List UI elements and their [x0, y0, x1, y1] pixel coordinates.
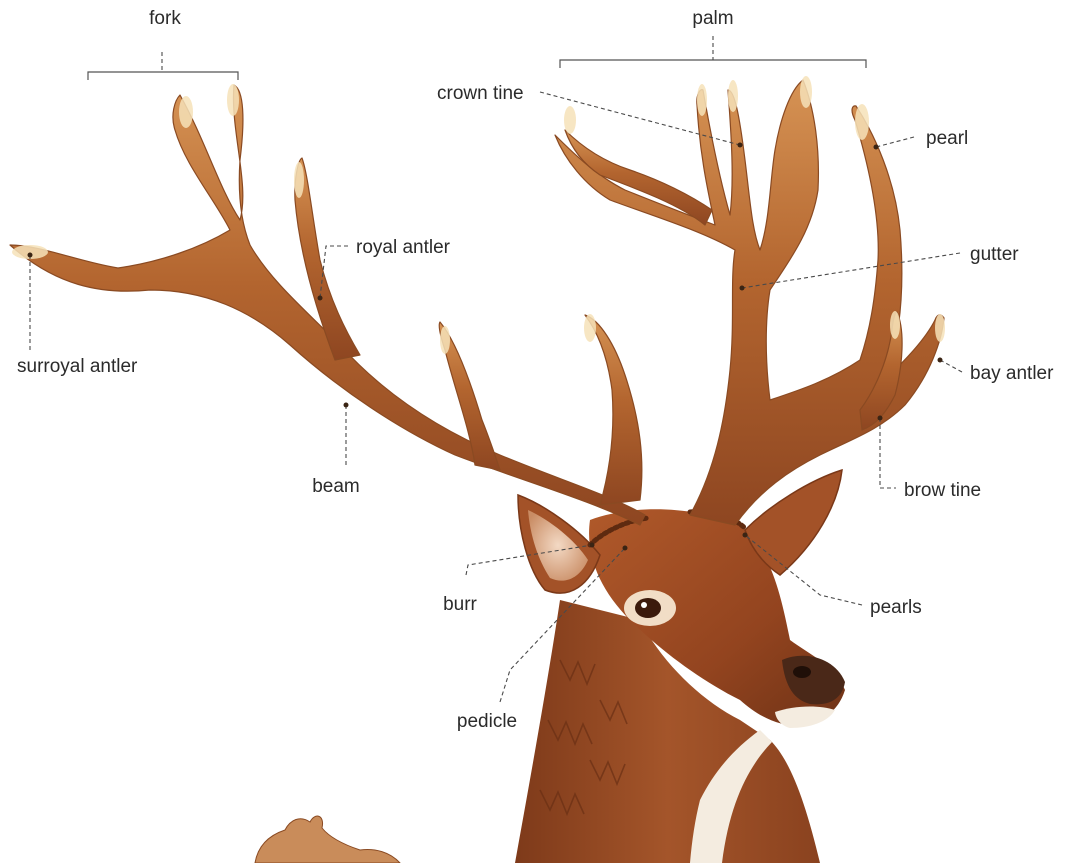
label-pedicle: pedicle [457, 711, 517, 732]
pedicle-dot [623, 546, 628, 551]
label-surroyal-antler: surroyal antler [17, 356, 138, 377]
left-tip-beam [440, 326, 450, 354]
right-tip-crown1 [564, 106, 576, 134]
small-antler-sketch [255, 816, 400, 863]
fork-bracket [88, 72, 238, 80]
bay-antler-leader [940, 360, 962, 372]
right-tip-pearl [855, 104, 869, 140]
label-fork: fork [149, 8, 181, 29]
label-bay-antler: bay antler [970, 363, 1054, 384]
label-brow-tine: brow tine [904, 480, 981, 501]
right-tip-bay [890, 311, 900, 339]
bay-antler-dot [938, 358, 943, 363]
left-tip-fork2 [227, 84, 239, 116]
surroyal-antler-dot [28, 253, 33, 258]
right-tip-crown3 [728, 80, 738, 112]
right-tip-crown4 [800, 76, 812, 108]
stag-illustration [10, 76, 945, 863]
crown-tine-dot [738, 143, 743, 148]
label-royal-antler: royal antler [356, 237, 451, 258]
beam-dot [344, 403, 349, 408]
left-tip-brow [584, 314, 596, 342]
pearls-dot [743, 533, 748, 538]
label-beam: beam [312, 476, 360, 497]
palm-bracket [560, 60, 866, 68]
chin-patch [775, 706, 835, 728]
nostril [793, 666, 811, 678]
label-pearl: pearl [926, 128, 968, 149]
burr-dot [590, 543, 595, 548]
label-gutter: gutter [970, 244, 1019, 265]
label-pearls: pearls [870, 597, 922, 618]
label-crown-tine: crown tine [437, 83, 524, 104]
brackets [88, 36, 866, 80]
label-burr: burr [443, 594, 477, 615]
eye [635, 598, 661, 618]
royal-antler-dot [318, 296, 323, 301]
brow-tine-dot [878, 416, 883, 421]
label-palm: palm [692, 8, 733, 29]
left-antler [10, 84, 645, 525]
right-tip-crown2 [697, 84, 707, 116]
pearl-leader [876, 137, 914, 147]
right-tip-brow [935, 314, 945, 342]
gutter-dot [740, 286, 745, 291]
left-tip-fork1 [179, 96, 193, 128]
left-tip-royal [294, 162, 304, 198]
brow-tine-leader [880, 418, 896, 488]
pearl-dot [874, 145, 879, 150]
eye-highlight [641, 602, 647, 608]
left-brow-tine [585, 315, 642, 505]
